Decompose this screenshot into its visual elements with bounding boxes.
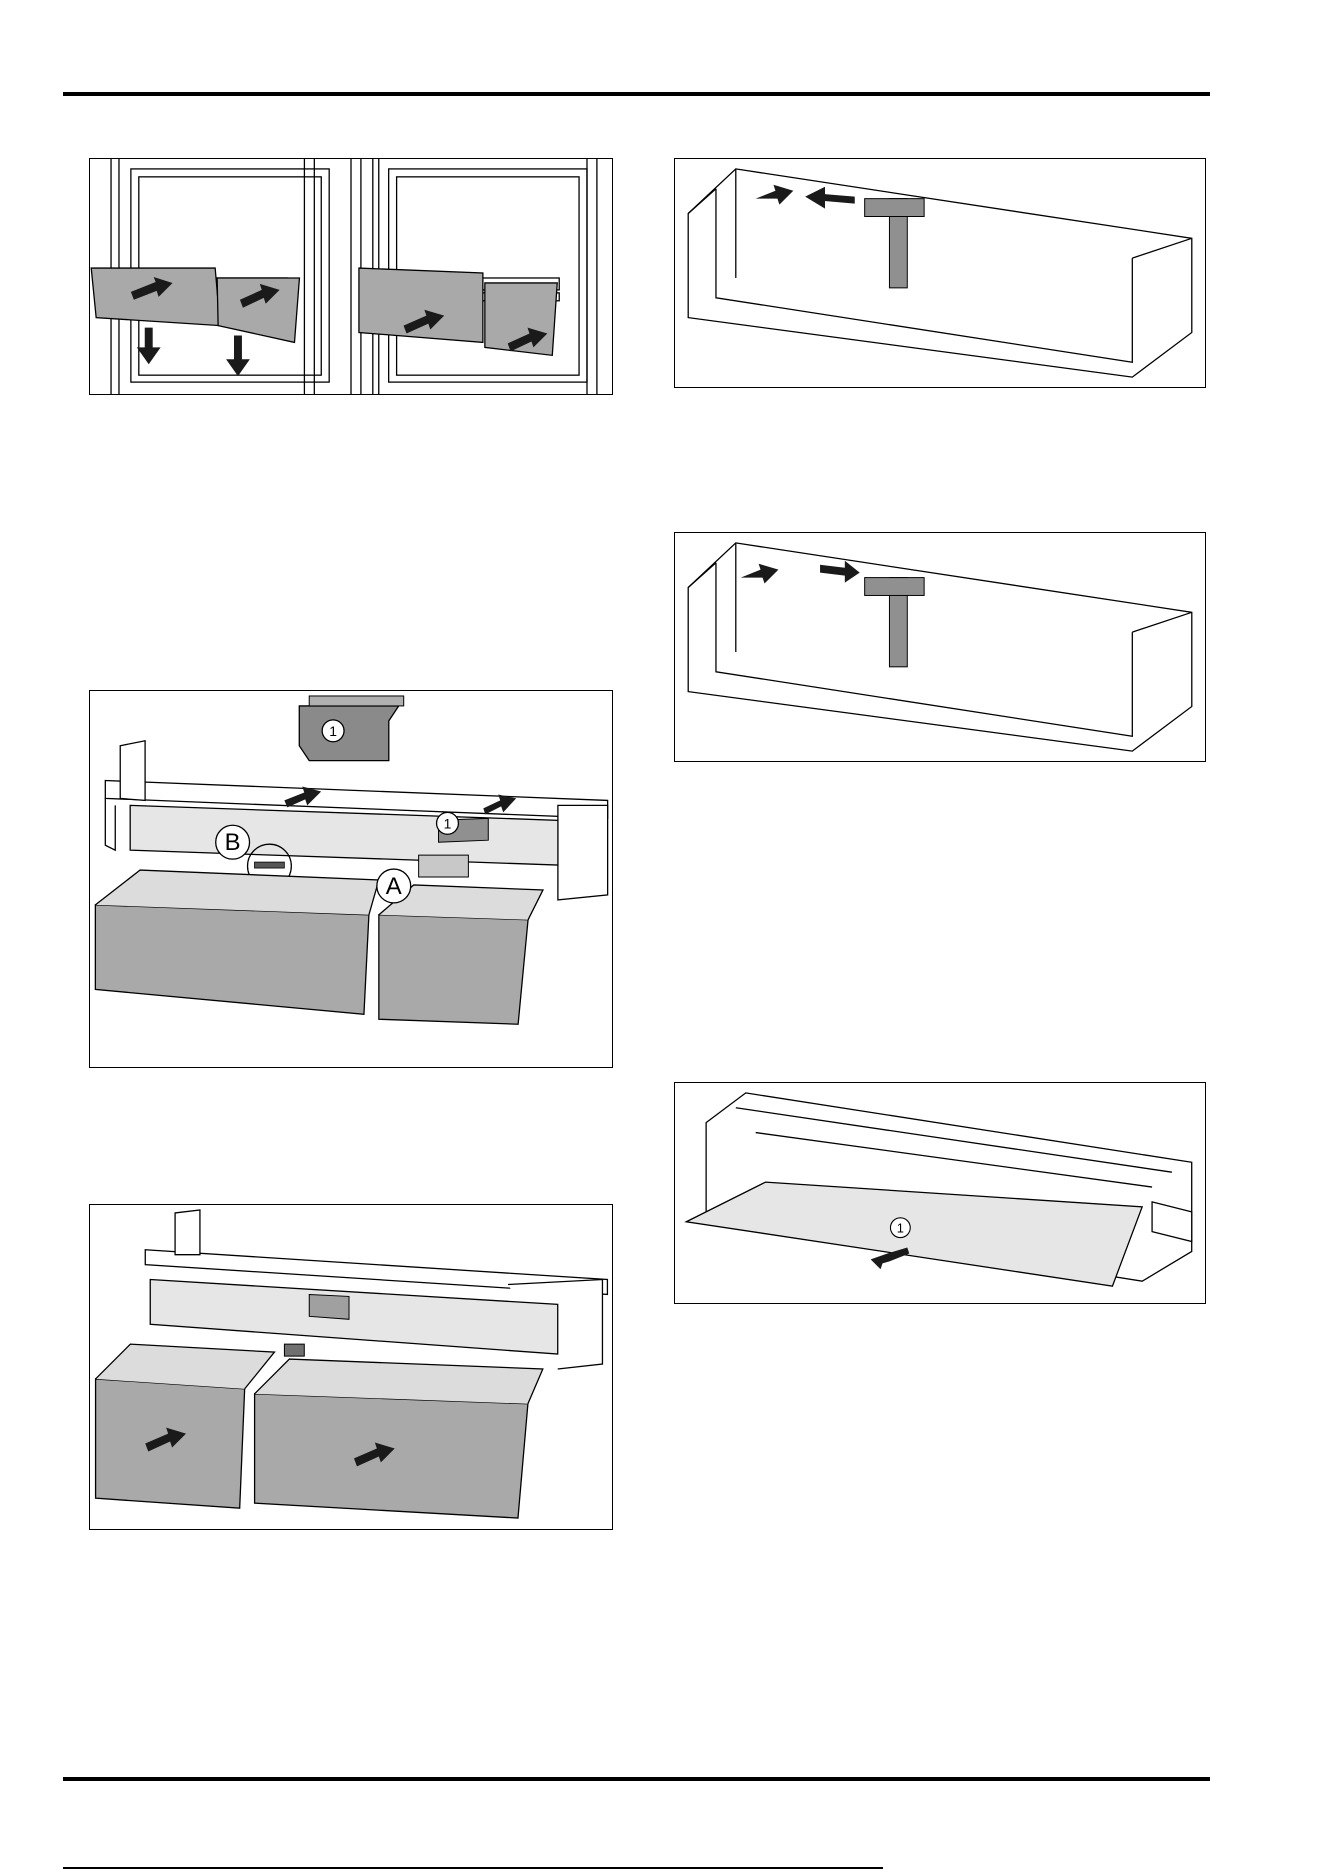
callout-a: A	[386, 873, 402, 900]
footer-rule	[63, 1867, 883, 1869]
divider-part	[299, 706, 398, 761]
drawer-large	[95, 905, 369, 1014]
callout-1-top: 1	[329, 723, 337, 739]
drawer-right	[255, 1394, 528, 1518]
left-drawer-small	[217, 278, 299, 342]
drawer-removal-illustration	[90, 159, 612, 394]
divider-slide-left-illustration	[675, 159, 1205, 387]
top-rule	[63, 92, 1210, 96]
bottom-rule	[63, 1777, 1210, 1781]
figure-glass-shelf-removal: 1	[674, 1082, 1206, 1304]
drawer-small	[379, 915, 528, 1024]
divider-assembly-illustration: 1 1 B A	[90, 691, 612, 1067]
figure-drawer-insertion	[89, 1204, 613, 1530]
right-drawer-large	[359, 268, 483, 342]
figure-divider-slide-right	[674, 532, 1206, 762]
figure-divider-assembly: 1 1 B A	[89, 690, 613, 1068]
figure-divider-slide-left	[674, 158, 1206, 388]
callout-b: B	[225, 829, 241, 856]
drawer-left	[96, 1379, 245, 1508]
callout-1-right: 1	[444, 815, 452, 831]
drawer-insertion-illustration	[90, 1205, 612, 1529]
left-drawer-large	[91, 268, 220, 326]
figure-drawer-removal	[89, 158, 613, 395]
divider-slide-right-illustration	[675, 533, 1205, 761]
glass-shelf-removal-illustration: 1	[675, 1083, 1205, 1303]
callout-1-shelf: 1	[897, 1221, 904, 1236]
